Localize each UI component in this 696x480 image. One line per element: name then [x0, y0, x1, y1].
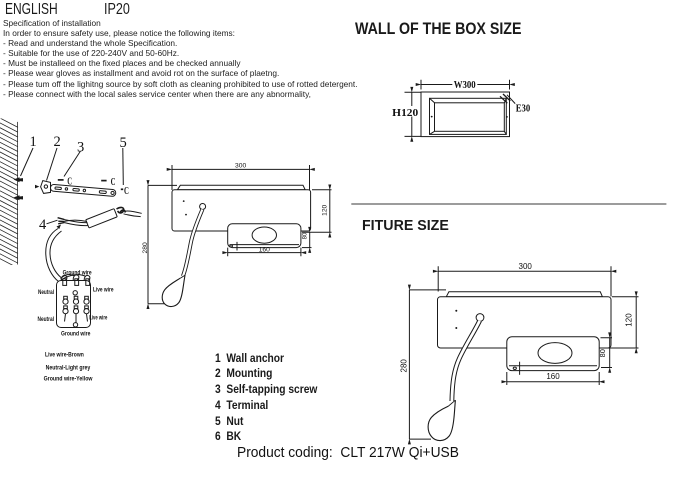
svg-text:W300: W300	[454, 79, 476, 91]
svg-text:120: 120	[625, 313, 634, 327]
svg-text:300: 300	[519, 262, 533, 271]
svg-text:160: 160	[546, 372, 560, 381]
svg-text:H120: H120	[392, 107, 419, 119]
svg-text:Ground wire-Yellow: Ground wire-Yellow	[44, 376, 93, 383]
svg-text:C: C	[124, 185, 129, 197]
svg-text:Ground wire: Ground wire	[63, 269, 92, 276]
svg-text:120: 120	[321, 204, 328, 215]
svg-text:280: 280	[400, 359, 409, 373]
svg-text:Neutral: Neutral	[38, 289, 54, 296]
svg-text:3: 3	[77, 140, 84, 156]
svg-text:4: 4	[39, 217, 47, 233]
svg-text:Neutral: Neutral	[38, 316, 55, 323]
svg-text:300: 300	[235, 162, 246, 169]
svg-text:C: C	[111, 176, 116, 188]
svg-text:Live wire-Brown: Live wire-Brown	[45, 352, 84, 359]
svg-text:Neutral-Light grey: Neutral-Light grey	[46, 364, 91, 371]
svg-text:80: 80	[302, 232, 308, 239]
svg-text:5: 5	[120, 135, 127, 151]
svg-text:280: 280	[142, 242, 149, 253]
svg-text:C: C	[67, 175, 72, 187]
svg-text:Ground wire: Ground wire	[61, 331, 91, 338]
svg-text:1: 1	[30, 134, 37, 150]
svg-text:80: 80	[598, 349, 607, 357]
svg-text:Live wire: Live wire	[93, 287, 114, 294]
svg-text:Live wire: Live wire	[89, 315, 107, 322]
svg-text:160: 160	[259, 246, 270, 253]
svg-text:2: 2	[54, 134, 61, 150]
svg-text:E30: E30	[516, 102, 531, 114]
